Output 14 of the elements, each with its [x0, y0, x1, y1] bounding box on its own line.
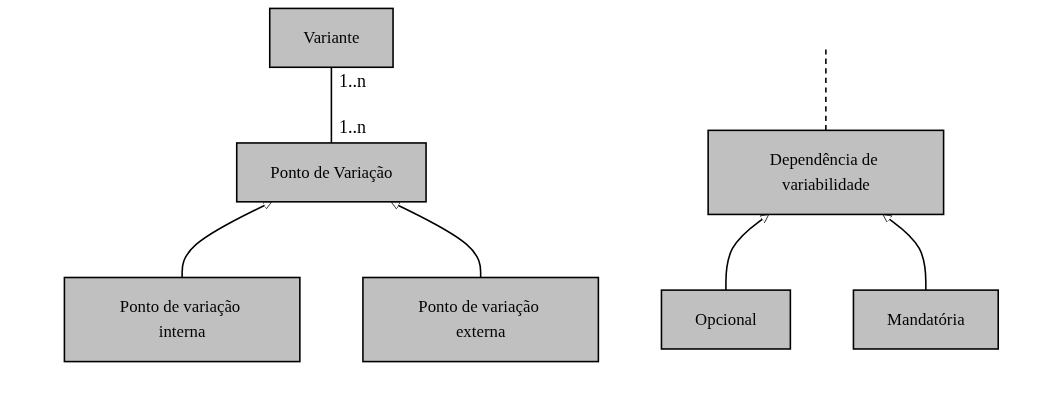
generalization-arrow [882, 214, 927, 291]
generalization-arrow [390, 201, 482, 279]
association-line [330, 66, 332, 144]
generalization-arrow [724, 214, 769, 291]
class-box: Ponto de Variação [235, 142, 427, 203]
multiplicity-label: 1..n [339, 116, 367, 138]
class-box: Mandatória [852, 289, 999, 350]
class-box: Dependência de variabilidade [707, 129, 945, 216]
class-box: Ponto de variação externa [361, 276, 599, 363]
class-box: Opcional [660, 289, 791, 350]
multiplicity-label: 1..n [339, 71, 367, 93]
class-box: Ponto de variação interna [63, 276, 301, 363]
class-box: Variante [268, 7, 394, 69]
generalization-arrow [181, 201, 272, 279]
